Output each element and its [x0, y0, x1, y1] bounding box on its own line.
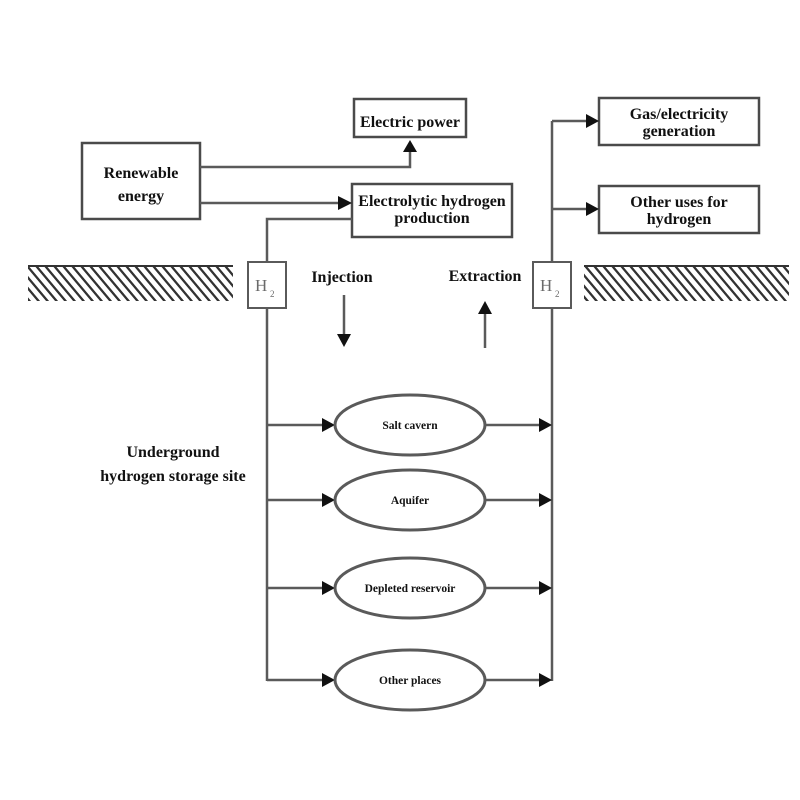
arrow-to-other-uses — [586, 202, 599, 216]
injection-down-arrow-icon — [337, 295, 351, 347]
storage-label: Salt cavern — [382, 420, 438, 432]
gas-electricity-generation-box: Gas/electricity generation — [597, 96, 761, 147]
electric-power-label: Electric power — [360, 114, 460, 131]
electrolytic-label-line1: Electrolytic hydrogen — [358, 193, 505, 210]
extraction-pipeline — [550, 114, 599, 681]
extraction-label: Extraction — [449, 268, 522, 285]
storage-label: Aquifer — [391, 495, 429, 507]
renewable-energy-box: Renewable energy — [80, 141, 202, 221]
site-label-line2: hydrogen storage site — [100, 468, 245, 485]
storage-salt-cavern: Salt cavern — [267, 393, 552, 457]
gas-electricity-label-line1: Gas/electricity — [630, 106, 729, 123]
svg-text:H: H — [255, 276, 267, 295]
gas-electricity-label-line2: generation — [643, 123, 716, 140]
ground-surface-left — [28, 265, 233, 301]
site-label-line1: Underground — [126, 444, 219, 461]
arrow-renewable-to-electrolytic — [200, 196, 352, 210]
svg-text:2: 2 — [270, 289, 275, 299]
storage-label: Other places — [379, 675, 442, 687]
other-uses-label-line1: Other uses for — [630, 194, 727, 211]
ground-surface-right — [584, 265, 789, 301]
injection-label: Injection — [311, 269, 372, 286]
electrolytic-label-line2: production — [394, 210, 469, 227]
electric-power-box: Electric power — [352, 97, 468, 139]
arrow-renewable-to-electric-power — [200, 140, 417, 169]
renewable-energy-label-line2: energy — [118, 188, 164, 205]
svg-text:H: H — [540, 276, 552, 295]
extraction-up-arrow-icon — [478, 301, 492, 348]
injection-wellhead-h2: H 2 — [247, 261, 287, 309]
svg-text:2: 2 — [555, 289, 560, 299]
arrow-to-gas-electricity — [586, 114, 599, 128]
extraction-wellhead-h2: H 2 — [532, 261, 572, 309]
renewable-energy-label-line1: Renewable — [104, 165, 179, 182]
storage-aquifer: Aquifer — [267, 468, 552, 532]
injection-pipeline — [265, 217, 352, 681]
storage-depleted-reservoir: Depleted reservoir — [267, 556, 552, 620]
other-uses-box: Other uses for hydrogen — [597, 184, 761, 235]
storage-label: Depleted reservoir — [365, 583, 456, 595]
storage-other-places: Other places — [267, 648, 552, 712]
other-uses-label-line2: hydrogen — [647, 211, 712, 228]
electrolytic-production-box: Electrolytic hydrogen production — [350, 182, 514, 239]
